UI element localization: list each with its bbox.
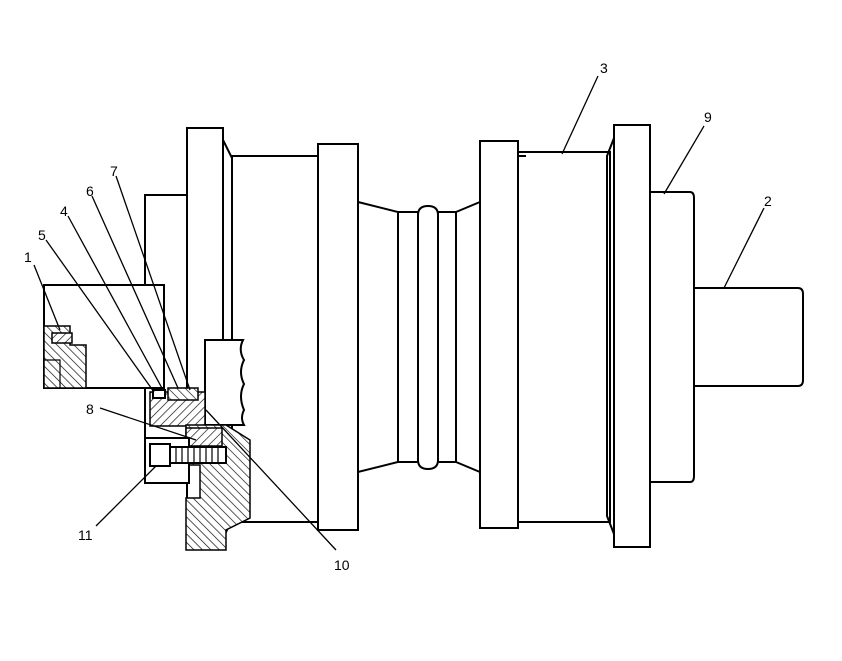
callout-4: 4 xyxy=(60,203,68,219)
callout-5: 5 xyxy=(38,227,46,243)
callout-3: 3 xyxy=(600,60,608,76)
center-web xyxy=(357,200,481,474)
callout-6: 6 xyxy=(86,183,94,199)
outer-flange-right xyxy=(606,124,651,548)
section-cutaway xyxy=(43,325,251,551)
bolt xyxy=(149,443,227,467)
callout-8: 8 xyxy=(86,401,94,417)
roller-body-right xyxy=(517,151,611,523)
shaft-right xyxy=(689,287,804,387)
callout-7: 7 xyxy=(110,163,118,179)
leader-lines xyxy=(33,75,765,551)
callout-11: 11 xyxy=(78,527,93,543)
callout-1: 1 xyxy=(24,249,32,265)
callout-10: 10 xyxy=(334,557,350,573)
callout-9: 9 xyxy=(704,109,712,125)
inner-flange-right xyxy=(479,140,519,529)
inner-flange-left xyxy=(317,143,359,531)
callout-2: 2 xyxy=(764,193,772,209)
right-collar xyxy=(649,191,695,483)
callout-labels: 1 2 3 4 5 6 7 8 9 10 11 xyxy=(24,60,772,573)
